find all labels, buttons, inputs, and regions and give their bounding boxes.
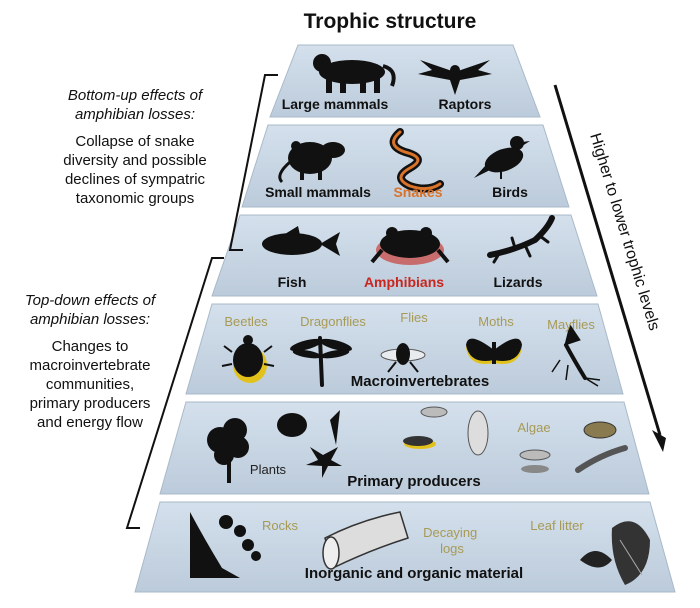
label-snakes: Snakes xyxy=(393,184,442,200)
label-decaying-logs-line-1: Decaying xyxy=(423,525,477,540)
lizard-icon xyxy=(487,215,555,264)
bottom-up-body-2: diversity and possible xyxy=(63,152,207,169)
top-down-body-5: and energy flow xyxy=(37,414,143,431)
dragonfly-icon xyxy=(290,336,352,387)
leaf-litter-icon xyxy=(580,521,650,585)
label-beetles: Beetles xyxy=(224,314,268,329)
label-algae: Algae xyxy=(517,420,550,435)
bottom-up-body-4: taxonomic groups xyxy=(75,190,195,207)
label-dragonflies: Dragonflies xyxy=(300,314,366,329)
label-leaf-litter: Leaf litter xyxy=(530,518,584,533)
jaguar-icon xyxy=(313,54,396,93)
log-icon xyxy=(322,511,409,570)
algae-icon xyxy=(403,406,628,473)
label-large-mammals: Large mammals xyxy=(282,96,389,112)
bird-icon xyxy=(474,136,530,179)
top-down-heading-1: Top-down effects of xyxy=(24,292,156,309)
top-down-bracket xyxy=(125,257,224,529)
top-down-note: Top-down effects of amphibian losses: Ch… xyxy=(0,291,180,432)
label-rocks: Rocks xyxy=(262,518,299,533)
opossum-icon xyxy=(278,141,345,184)
rock-icon xyxy=(190,512,261,578)
tree-icon xyxy=(207,418,249,483)
snake-icon xyxy=(389,128,444,193)
bottom-up-body-3: declines of sympatric xyxy=(64,171,206,188)
label-moths: Moths xyxy=(478,314,514,329)
bottom-up-note: Bottom-up effects of amphibian losses: C… xyxy=(30,86,240,208)
label-decaying-logs: Decaying logs xyxy=(423,525,481,556)
trophic-direction-arrow xyxy=(553,84,666,452)
label-decaying-logs-line-2: logs xyxy=(440,541,464,556)
level-inorganic-organic: Inorganic and organic material xyxy=(305,565,523,582)
fish-icon xyxy=(262,226,340,256)
top-down-body-4: primary producers xyxy=(29,395,151,412)
fly-icon xyxy=(380,343,426,373)
label-raptors: Raptors xyxy=(439,96,492,112)
top-down-body-3: communities, xyxy=(45,376,135,393)
label-small-mammals: Small mammals xyxy=(265,184,371,200)
label-fish: Fish xyxy=(278,274,307,290)
frog-icon xyxy=(370,227,450,265)
label-lizards: Lizards xyxy=(493,274,542,290)
level-primary-producers: Primary producers xyxy=(347,473,480,490)
bottom-up-heading-2: amphibian losses: xyxy=(74,106,196,123)
mayfly-icon xyxy=(551,323,601,387)
label-mayflies: Mayflies xyxy=(547,317,595,332)
top-down-body-2: macroinvertebrate xyxy=(29,357,151,374)
beetle-icon xyxy=(221,335,275,383)
label-birds: Birds xyxy=(492,184,528,200)
label-amphibians: Amphibians xyxy=(364,274,444,290)
bottom-up-heading-1: Bottom-up effects of xyxy=(67,87,203,104)
raptor-icon xyxy=(418,60,492,95)
tier-6-band xyxy=(134,501,676,593)
diagram-title: Trophic structure xyxy=(303,10,477,33)
bottom-up-body-1: Collapse of snake xyxy=(75,133,195,150)
leaf-icon xyxy=(277,410,342,478)
label-plants: Plants xyxy=(250,462,287,477)
top-down-body-1: Changes to xyxy=(51,338,129,355)
top-down-heading-2: amphibian losses: xyxy=(29,311,151,328)
bottom-up-bracket xyxy=(228,74,278,251)
label-flies: Flies xyxy=(400,310,428,325)
moth-icon xyxy=(466,338,522,364)
level-macroinvertebrates: Macroinvertebrates xyxy=(351,373,489,390)
